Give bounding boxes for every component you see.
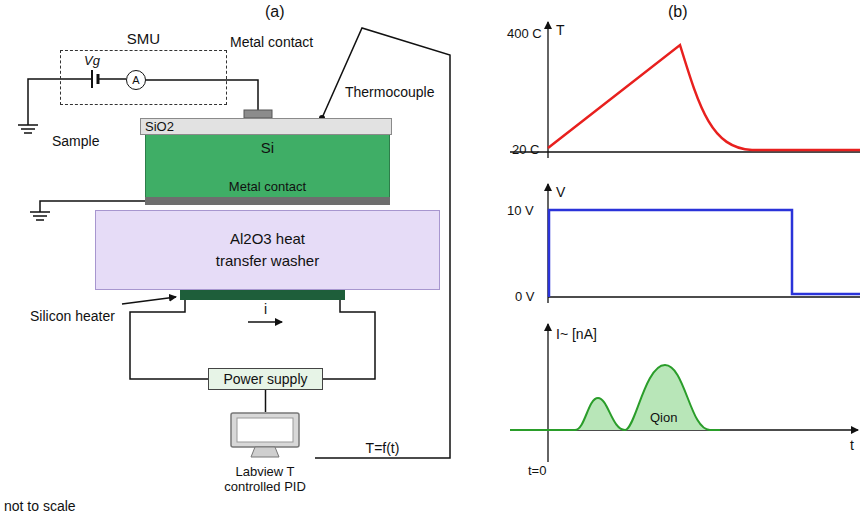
silicon-heater [180,290,345,300]
voltage-source-label: Vg [84,53,100,69]
axis-name: V [556,184,565,200]
area-label: Qion [650,410,677,426]
axis-name: t [850,437,854,453]
node-text: SiO2 [141,119,391,134]
axis-value: 10 V [507,203,534,219]
part-label: Thermocouple [345,84,435,100]
part-label: Sample [52,133,99,149]
current-curve [510,365,720,430]
monitor-symbol [229,412,301,458]
node-text: Metal contact [145,179,390,197]
smu-wiring [18,70,126,133]
metal-contact-pad [244,110,272,118]
panel-label: (b) [668,4,688,20]
voltage-curve [549,210,860,297]
power-supply-box: Power supply [208,368,323,390]
ammeter-symbol: A [126,70,146,90]
edge-label: T=f(t) [364,440,402,456]
wire-connector [265,390,267,412]
computer-icon: Labview T controlled PID [215,412,315,494]
panel-label: (a) [265,4,285,20]
part-label: Silicon heater [30,308,115,324]
oxide-layer: SiO2 [140,118,392,135]
node-text: Power supply [223,371,307,387]
wire-connector [146,80,258,118]
axis-value: t=0 [528,463,546,479]
node-text: Al2O3 heat transfer washer [208,228,328,272]
axis-value: 400 C [507,26,542,42]
plot-axes [510,22,860,462]
part-label: Metal contact [230,34,313,50]
node-text: Labview T controlled PID [215,464,315,494]
temperature-curve [548,45,860,150]
axis-value: 20 C [512,142,539,158]
node-text: SMU [61,30,226,47]
node-text: A [132,74,139,86]
heat-transfer-washer: Al2O3 heat transfer washer [95,210,440,290]
axis-name: I~ [nA] [556,326,597,342]
current-label: i [264,301,267,317]
axis-name: T [556,22,565,38]
heater-wiring [122,297,375,379]
note: not to scale [4,498,76,514]
node-text: Si [146,135,389,156]
metal-contact-layer: Metal contact [145,197,390,205]
axis-value: 0 V [515,289,535,305]
